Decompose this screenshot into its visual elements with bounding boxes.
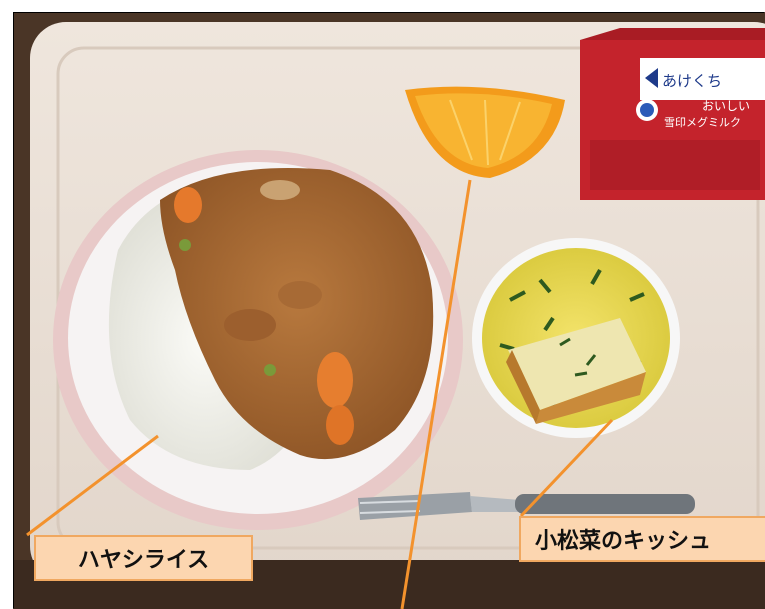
lunch-tray-scene: あけくち おいしい 雪印メグミルク (13, 12, 765, 609)
carton-brand-line-2: 雪印メグミルク (664, 115, 741, 129)
label-komatsuna-quiche: 小松菜のキッシュ (519, 516, 765, 562)
label-hayashi-rice-text: ハヤシライス (77, 548, 210, 573)
pointer-line-orange (400, 179, 472, 609)
milk-carton: あけくち おいしい 雪印メグミルク (580, 28, 765, 200)
carton-brand-line-1: おいしい (702, 99, 750, 113)
tray-inner-edge (56, 46, 760, 550)
komatsuna-quiche (472, 238, 680, 438)
label-hayashi-rice: ハヤシライス (34, 535, 253, 581)
carton-open-here: あけくち (662, 72, 722, 90)
pointer-line-hayashi (26, 434, 159, 537)
fork (358, 492, 695, 520)
label-komatsuna-quiche-text: 小松菜のキッシュ (535, 529, 712, 554)
pointer-line-quiche (519, 418, 614, 518)
hayashi-sauce (160, 168, 434, 460)
school-lunch-photo: あけくち おいしい 雪印メグミルク (13, 12, 765, 609)
